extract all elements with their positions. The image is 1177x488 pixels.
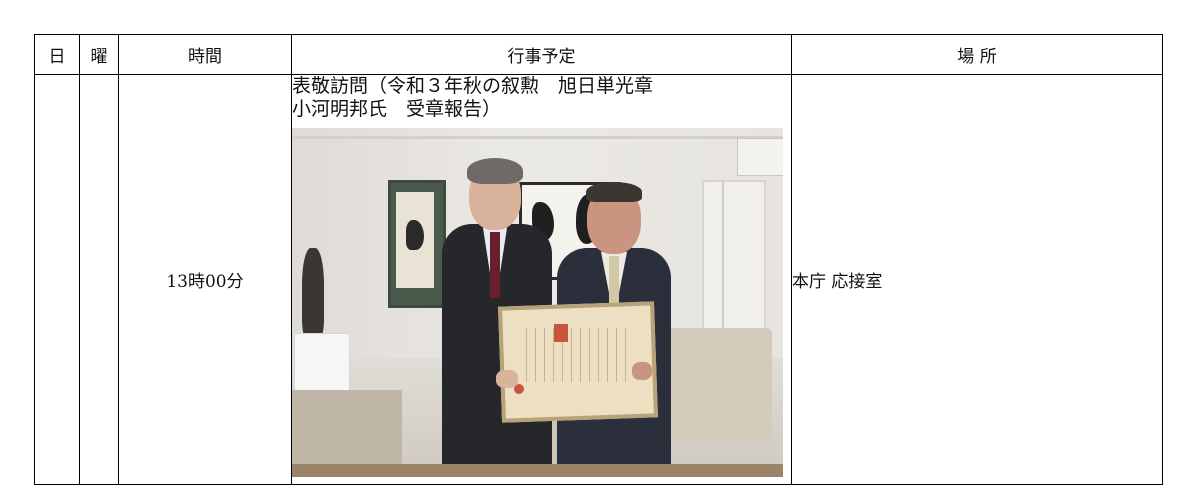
photo-certificate-seal bbox=[554, 324, 568, 342]
photo-sofa bbox=[292, 390, 402, 476]
photo-person-hair bbox=[586, 182, 642, 202]
row-day-cell bbox=[34, 74, 80, 485]
schedule-table: 日 曜 時間 行事予定 場 所 13時00分 表敬訪問（令和３年秋の叙勲 旭日単… bbox=[34, 34, 1163, 485]
header-event: 行事予定 bbox=[291, 34, 792, 75]
photo-scroll-calligraphy bbox=[406, 220, 424, 250]
header-row: 日 曜 時間 行事予定 場 所 bbox=[34, 34, 1163, 75]
photo-door-frame bbox=[722, 180, 724, 380]
row-place-cell: 本庁 応接室 bbox=[791, 74, 1163, 485]
event-title: 表敬訪問（令和３年秋の叙勲 旭日単光章 小河明邦氏 受章報告） bbox=[292, 75, 654, 120]
photo-bronze-statue bbox=[302, 248, 324, 338]
header-time: 時間 bbox=[118, 34, 292, 75]
header-place: 場 所 bbox=[791, 34, 1163, 75]
photo-person-tie bbox=[609, 256, 619, 310]
header-weekday: 曜 bbox=[79, 34, 119, 75]
row-time-cell: 13時00分 bbox=[118, 74, 292, 485]
photo-sofa bbox=[654, 328, 772, 440]
photo-hand bbox=[632, 362, 652, 380]
row-event-cell: 表敬訪問（令和３年秋の叙勲 旭日単光章 小河明邦氏 受章報告） bbox=[291, 74, 792, 485]
photo-person-tie bbox=[490, 232, 500, 298]
header-day: 日 bbox=[34, 34, 80, 75]
photo-air-conditioner bbox=[737, 138, 783, 176]
photo-ceiling bbox=[292, 136, 783, 139]
photo-hand bbox=[496, 370, 518, 388]
row-weekday-cell bbox=[79, 74, 119, 485]
photo-table-edge bbox=[292, 464, 783, 477]
photo-certificate-text bbox=[518, 328, 628, 382]
event-photo bbox=[292, 128, 783, 477]
photo-certificate-seal bbox=[514, 384, 524, 394]
table-row: 13時00分 表敬訪問（令和３年秋の叙勲 旭日単光章 小河明邦氏 受章報告） bbox=[34, 74, 1163, 485]
photo-person-hair bbox=[467, 158, 523, 184]
